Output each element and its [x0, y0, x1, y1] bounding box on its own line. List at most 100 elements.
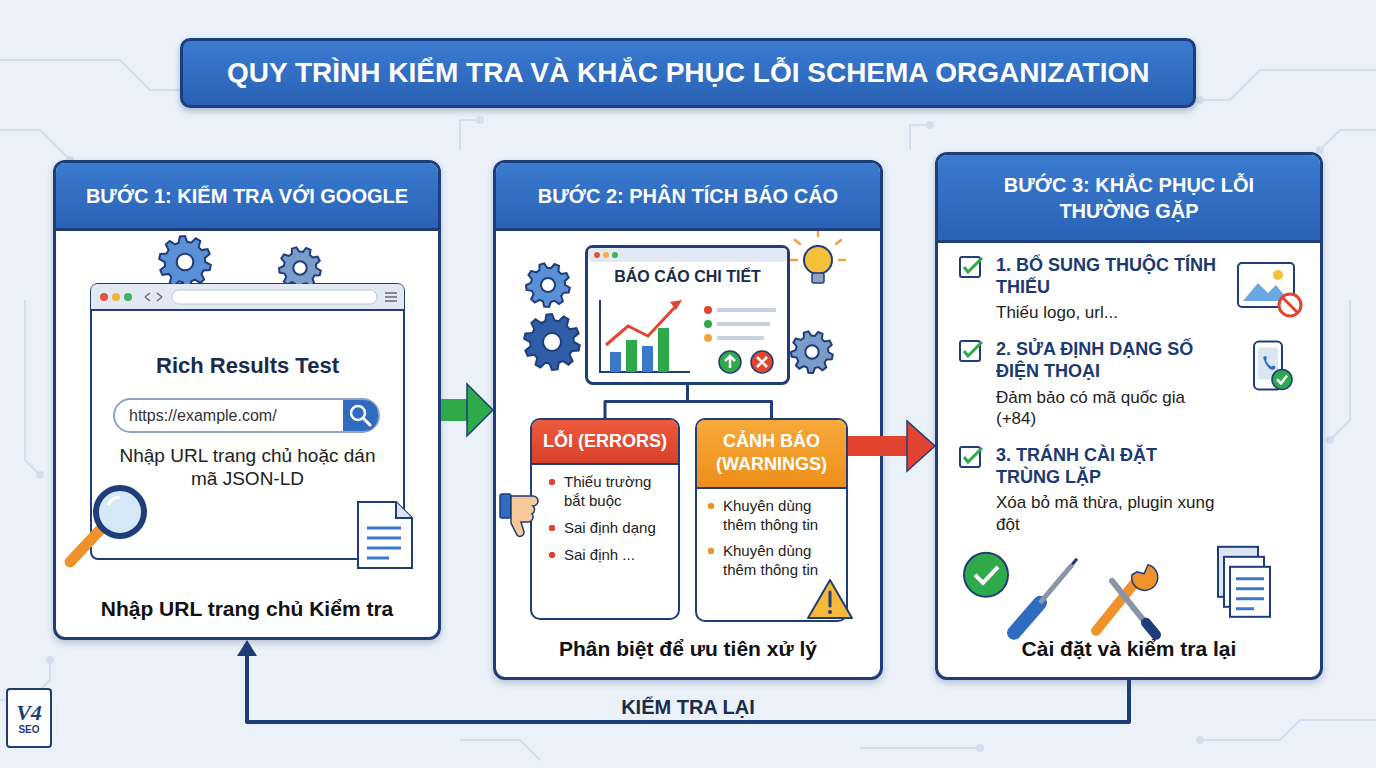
- document-icon-part: [367, 528, 401, 558]
- circuit-background-part-part: [1196, 736, 1204, 744]
- connector-line: [688, 385, 772, 418]
- report-chart-part: [717, 308, 776, 312]
- circuit-background-part-part: [476, 116, 484, 124]
- report-screen: BÁO CÁO CHI TIẾT: [585, 245, 790, 385]
- gear-icon-part: [177, 254, 194, 271]
- connector: [237, 640, 1129, 722]
- lightbulb-icon-part: [812, 273, 824, 283]
- gear-icon-part: [526, 263, 570, 307]
- warning-triangle-icon: [808, 580, 852, 618]
- gear-icon: [791, 331, 833, 373]
- tools-illustration-part: [1218, 547, 1258, 597]
- gear-icon-part: [279, 247, 321, 289]
- box-header: LỖI (ERRORS): [532, 420, 678, 465]
- circuit-background-part-part: [25, 300, 40, 475]
- browser-window: Rich Results TestNhập URL trang chủ hoặc…: [90, 283, 405, 560]
- check-box: [958, 339, 984, 365]
- fix-item: 1. BỔ SUNG THUỘC TÍNH THIẾUThiếu logo, u…: [958, 255, 1220, 323]
- box-header: CẢNH BÁO (WARNINGS): [697, 420, 846, 489]
- logo-text: SEO: [18, 724, 39, 735]
- gear-icon-part: [293, 261, 306, 274]
- browser-toolbar-part: [124, 293, 132, 301]
- gear-icon-part: [524, 314, 580, 370]
- image-missing-icon-part: [1283, 298, 1297, 312]
- warning-triangle-icon-part: [829, 592, 832, 606]
- circuit-background-part-part: [1330, 300, 1350, 440]
- gear-icon: [159, 236, 211, 288]
- connector: [688, 385, 772, 418]
- report-chart-part: [719, 351, 741, 373]
- report-chart-part: [626, 340, 637, 372]
- circuit-background-part: [0, 60, 1376, 760]
- connector-line: [848, 436, 909, 456]
- lightbulb-icon-part: [791, 230, 845, 260]
- step-header: BƯỚC 1: KIỂM TRA VỚI GOOGLE: [56, 163, 438, 231]
- tools-illustration-part: [1014, 603, 1040, 633]
- phone-icon-part: [1254, 341, 1282, 389]
- browser-toolbar-part: [91, 284, 404, 310]
- check-box-part: [960, 257, 980, 277]
- bullet-item: Khuyên dùng thêm thông tin: [707, 542, 840, 580]
- report-chart-part: [704, 306, 712, 314]
- image-missing-icon-part: [1243, 283, 1289, 301]
- fix-heading: 2. SỬA ĐỊNH DẠNG SỐ ĐIỆN THOẠI: [996, 339, 1220, 382]
- search-button-part: [343, 400, 357, 431]
- browser-toolbar-part: [172, 290, 377, 304]
- edge-label: KIỂM TRA LẠI: [615, 696, 761, 719]
- tools-illustration-part: [964, 553, 1008, 597]
- browser-toolbar-part: [100, 293, 108, 301]
- check-box-part: [960, 341, 980, 361]
- report-chart-part: [757, 357, 767, 367]
- tools-illustration-part: [1236, 579, 1264, 609]
- bullet-item: Sai định ...: [548, 546, 672, 565]
- report-chart-part: [717, 322, 770, 326]
- fix-item: 3. TRÁNH CÀI ĐẶT TRÙNG LẶPXóa bỏ mã thừa…: [958, 445, 1220, 535]
- tools-illustration: [964, 547, 1270, 635]
- check-box-part: [964, 258, 982, 272]
- phone-icon-part: [1277, 375, 1287, 383]
- gear-icon-part: [159, 236, 211, 288]
- arrowhead: [907, 421, 935, 471]
- magnifier-icon: [70, 488, 144, 562]
- tools-illustration-part: [1146, 623, 1156, 635]
- circuit-background-part-part: [1196, 96, 1204, 104]
- step-header: BƯỚC 3: KHẮC PHỤC LỖI THƯỜNG GẶP: [938, 155, 1320, 243]
- arrowhead: [237, 640, 257, 656]
- circuit-background-part-part: [910, 125, 930, 150]
- tools-illustration-part: [1096, 579, 1138, 631]
- fix-item: 2. SỬA ĐỊNH DẠNG SỐ ĐIỆN THOẠIĐảm bảo có…: [958, 339, 1220, 429]
- bullet-item: Sai định dạng: [548, 519, 672, 538]
- circuit-background-part-part: [460, 740, 540, 760]
- report-chart: [600, 300, 776, 373]
- gear-icon: [526, 263, 570, 307]
- report-chart-part: [610, 352, 621, 372]
- report-chart-part: [600, 300, 690, 372]
- logo-text: V4: [16, 702, 42, 724]
- browser-toolbar-part: [385, 293, 397, 301]
- check-box: [958, 255, 984, 281]
- tools-illustration-part: [1230, 567, 1270, 617]
- search-button-part: [363, 418, 370, 425]
- circuit-background-part-part: [1326, 436, 1334, 444]
- lightbulb-icon-part: [804, 246, 832, 274]
- tools-area: [938, 545, 1320, 635]
- browser-toolbar-part: [112, 293, 120, 301]
- circuit-background-part-part: [926, 121, 934, 129]
- circuit-background-part-part: [860, 747, 980, 749]
- step-caption: Nhập URL trang chủ Kiểm tra: [56, 597, 438, 621]
- image-missing-icon-part: [1279, 294, 1301, 316]
- search-button-part: [343, 400, 378, 431]
- tool-title: Rich Results Test: [156, 353, 339, 379]
- title-banner: QUY TRÌNH KIỂM TRA VÀ KHẮC PHỤC LỖI SCHE…: [180, 38, 1196, 108]
- fix-detail: Xóa bỏ mã thừa, plugin xung đột: [996, 492, 1220, 535]
- bullet-item: Thiếu trường bắt buộc: [548, 473, 672, 511]
- report-chart-part: [704, 320, 712, 328]
- bullet-item: Khuyên dùng thêm thông tin: [707, 497, 840, 535]
- tools-illustration-part: [975, 567, 998, 583]
- connector: [848, 421, 935, 471]
- tools-illustration-part: [1072, 559, 1077, 565]
- fix-heading: 3. TRÁNH CÀI ĐẶT TRÙNG LẶP: [996, 445, 1220, 488]
- check-box: [958, 445, 984, 471]
- circuit-background-part-part: [0, 60, 190, 90]
